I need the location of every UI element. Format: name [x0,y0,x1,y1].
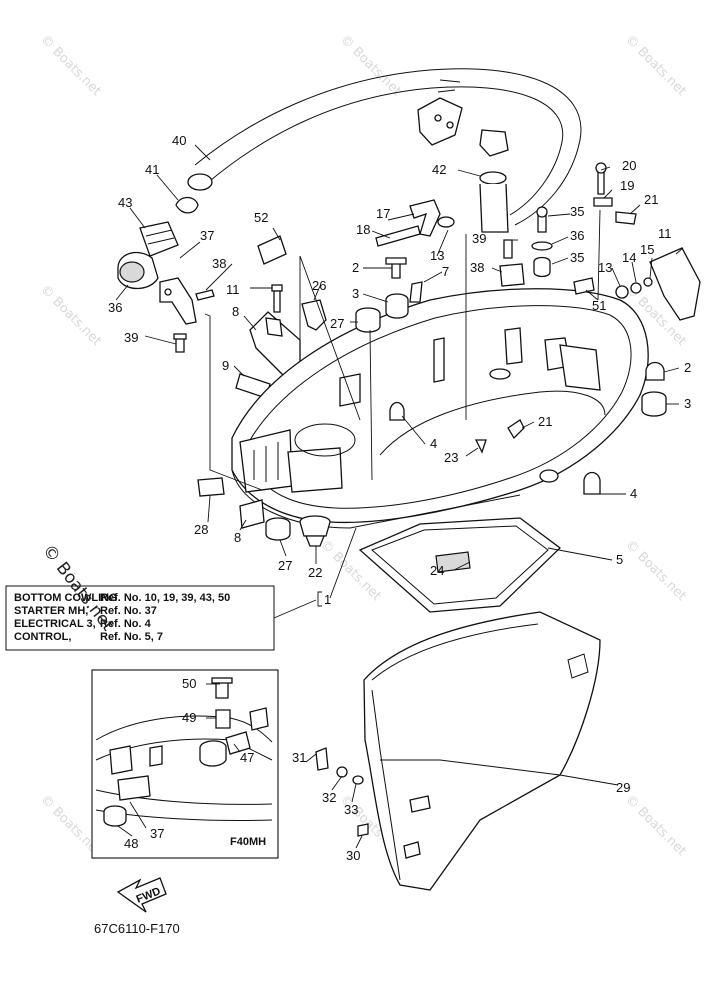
label-52-bracket-7 [235,235,301,399]
callout-labels: 40 41 43 37 38 36 39 11 52 26 8 9 17 18 … [108,133,691,863]
callout-18: 19 [620,178,634,193]
callout-45: 41 [145,162,159,177]
callout-47: 47 [240,750,254,765]
callout-12: 13 [430,248,444,263]
bottom-cowling [231,288,649,529]
note-label: ELECTRICAL 3, [14,618,96,630]
callout-27: 27 [278,558,292,573]
callout-23: 23 [444,450,458,465]
note-refs: Ref. No. 10, 19, 39, 43, 50 [100,592,230,604]
callout-31: 31 [292,750,306,765]
note-label: STARTER MH, [14,605,88,617]
callout-20: 21 [644,192,658,207]
callout-41: 37 [200,228,214,243]
bolts-42-10 [195,284,283,313]
center-fasteners [301,199,525,440]
callout-4b: 4 [630,486,637,501]
callout-21: 21 [538,414,552,429]
callout-30: 30 [346,848,360,863]
callout-19: 20 [622,158,636,173]
callout-8: 8 [234,530,241,545]
callout-44: 40 [172,133,186,148]
callout-2b: 2 [684,360,691,375]
fwd-arrow: FWD [116,877,167,913]
callout-11: 11 [658,226,672,241]
inset-model-label: F40MH [230,836,266,848]
callout-48: 48 [124,836,138,851]
note-label: CONTROL, [14,631,71,643]
callout-4: 4 [430,436,437,451]
callout-51: 51 [592,298,606,313]
callout-42: 38 [212,256,226,271]
callout-17: 18 [356,222,370,237]
note-box: BOTTOM COWLING Ref. No. 10, 19, 39, 43, … [5,527,357,651]
callout-49: 49 [182,710,196,725]
figure-code: 67C6110-F170 [94,921,180,936]
callout-39: 39 [472,231,486,246]
callout-26: 27 [330,316,344,331]
inset-box: F40MH [91,669,279,859]
top-hose-curve [187,68,582,226]
lower-case [315,611,601,891]
watermark-text: © Boats.net [622,792,689,859]
leader-lines [115,144,684,849]
callout-6: 7 [442,264,449,279]
note-refs: Ref. No. 4 [100,618,152,630]
callout-5: 5 [616,552,623,567]
callout-25: 26 [312,278,326,293]
top-bracket-assembly [417,79,509,157]
callout-28: 28 [194,522,208,537]
note-refs: Ref. No. 37 [100,605,157,617]
callout-33: 33 [344,802,358,817]
lower-grommets [197,477,331,547]
watermark-text: © Boats.net [622,537,689,604]
right-side-parts [499,162,701,417]
callout-38: 38 [470,260,484,275]
callout-40: 36 [108,300,122,315]
callout-10: 11 [226,282,240,297]
watermark-text: © Boats.net [37,282,104,349]
callout-9: 9 [222,358,229,373]
note-label: BOTTOM COWLING [14,592,118,604]
callout-16: 17 [376,206,390,221]
callout-2: 2 [352,260,359,275]
callout-46: 43 [118,195,132,210]
callout-7: 8 [232,304,239,319]
callout-35: 35 [570,250,584,265]
callout-1: 1 [324,592,331,607]
callout-43: 39 [124,330,138,345]
callout-13: 13 [598,260,612,275]
callout-3b: 3 [684,396,691,411]
callout-14: 14 [622,250,636,265]
watermark-text: © Boats.net [337,32,404,99]
watermark-text: © Boats.net [37,32,104,99]
callout-45b: 42 [432,162,446,177]
callout-34: 35 [570,204,584,219]
note-refs: Ref. No. 5, 7 [100,631,163,643]
callout-52: 52 [254,210,268,225]
callout-50: 50 [182,676,196,691]
callout-22: 22 [308,565,322,580]
callout-36: 36 [570,228,584,243]
callout-15: 15 [640,242,654,257]
watermark-text: © Boats.net [622,32,689,99]
callout-24: 24 [430,563,444,578]
gasket-seal [358,517,561,613]
callout-37: 37 [150,826,164,841]
callout-3: 3 [352,286,359,301]
callout-29: 29 [616,780,630,795]
hose-clamp-upper [479,171,509,233]
bracket-41 [159,277,197,353]
left-hose-parts [117,196,199,290]
callout-32: 32 [322,790,336,805]
